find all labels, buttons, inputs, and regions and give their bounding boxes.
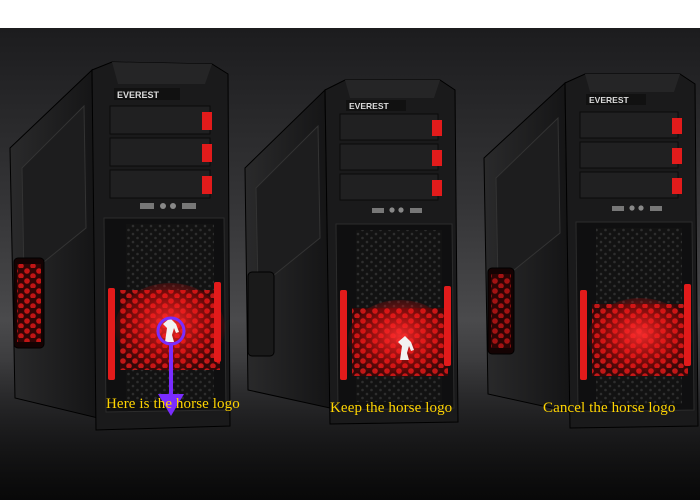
annotation-arrow (156, 316, 186, 416)
caption-keep-horse-logo: Keep the horse logo (330, 400, 453, 416)
horse-logo-icon (163, 318, 179, 342)
horse-logo-icon (398, 336, 414, 360)
brand-label: EVEREST (589, 95, 629, 105)
caption-here-is-horse-logo: Here is the horse logo (106, 396, 240, 412)
pc-case-1: EVEREST (9, 61, 231, 431)
brand-label: EVEREST (117, 90, 160, 100)
caption-cancel-horse-logo: Cancel the horse logo (543, 400, 676, 416)
brand-label: EVEREST (349, 101, 389, 111)
product-photo: EVEREST (0, 28, 700, 500)
pc-case-3: EVEREST (483, 73, 699, 429)
pc-case-2: EVEREST (244, 79, 459, 425)
